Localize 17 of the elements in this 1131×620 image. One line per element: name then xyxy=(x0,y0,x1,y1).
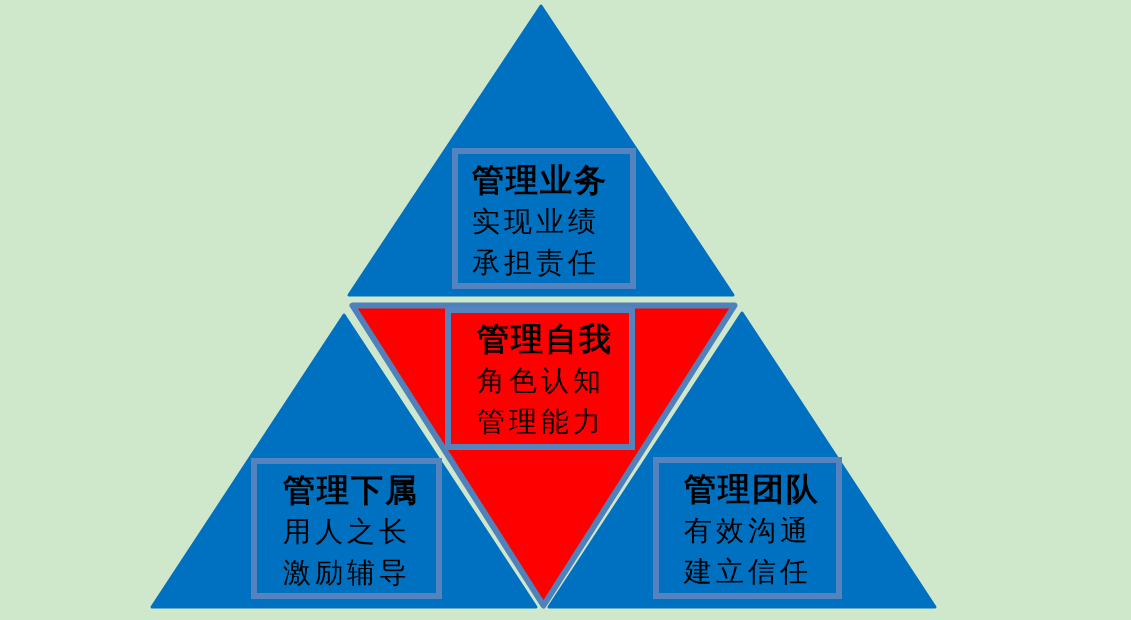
heading: 管理下属 xyxy=(283,470,419,511)
body-text: 建立信任 xyxy=(684,554,812,590)
heading: 管理自我 xyxy=(477,319,613,360)
body-text: 角色认知 xyxy=(477,363,605,399)
heading: 管理团队 xyxy=(684,469,820,510)
body-text: 激励辅导 xyxy=(283,555,411,591)
body-text: 承担责任 xyxy=(472,245,600,281)
body-text: 用人之长 xyxy=(283,514,411,550)
body-text: 管理能力 xyxy=(477,404,605,440)
text-frame xyxy=(452,148,636,289)
text-frame xyxy=(251,458,442,599)
text-frame xyxy=(445,307,635,450)
text-frame xyxy=(653,457,842,599)
body-text: 有效沟通 xyxy=(684,513,812,549)
body-text: 实现业绩 xyxy=(472,204,600,240)
heading: 管理业务 xyxy=(472,160,608,201)
triangle xyxy=(347,4,735,297)
